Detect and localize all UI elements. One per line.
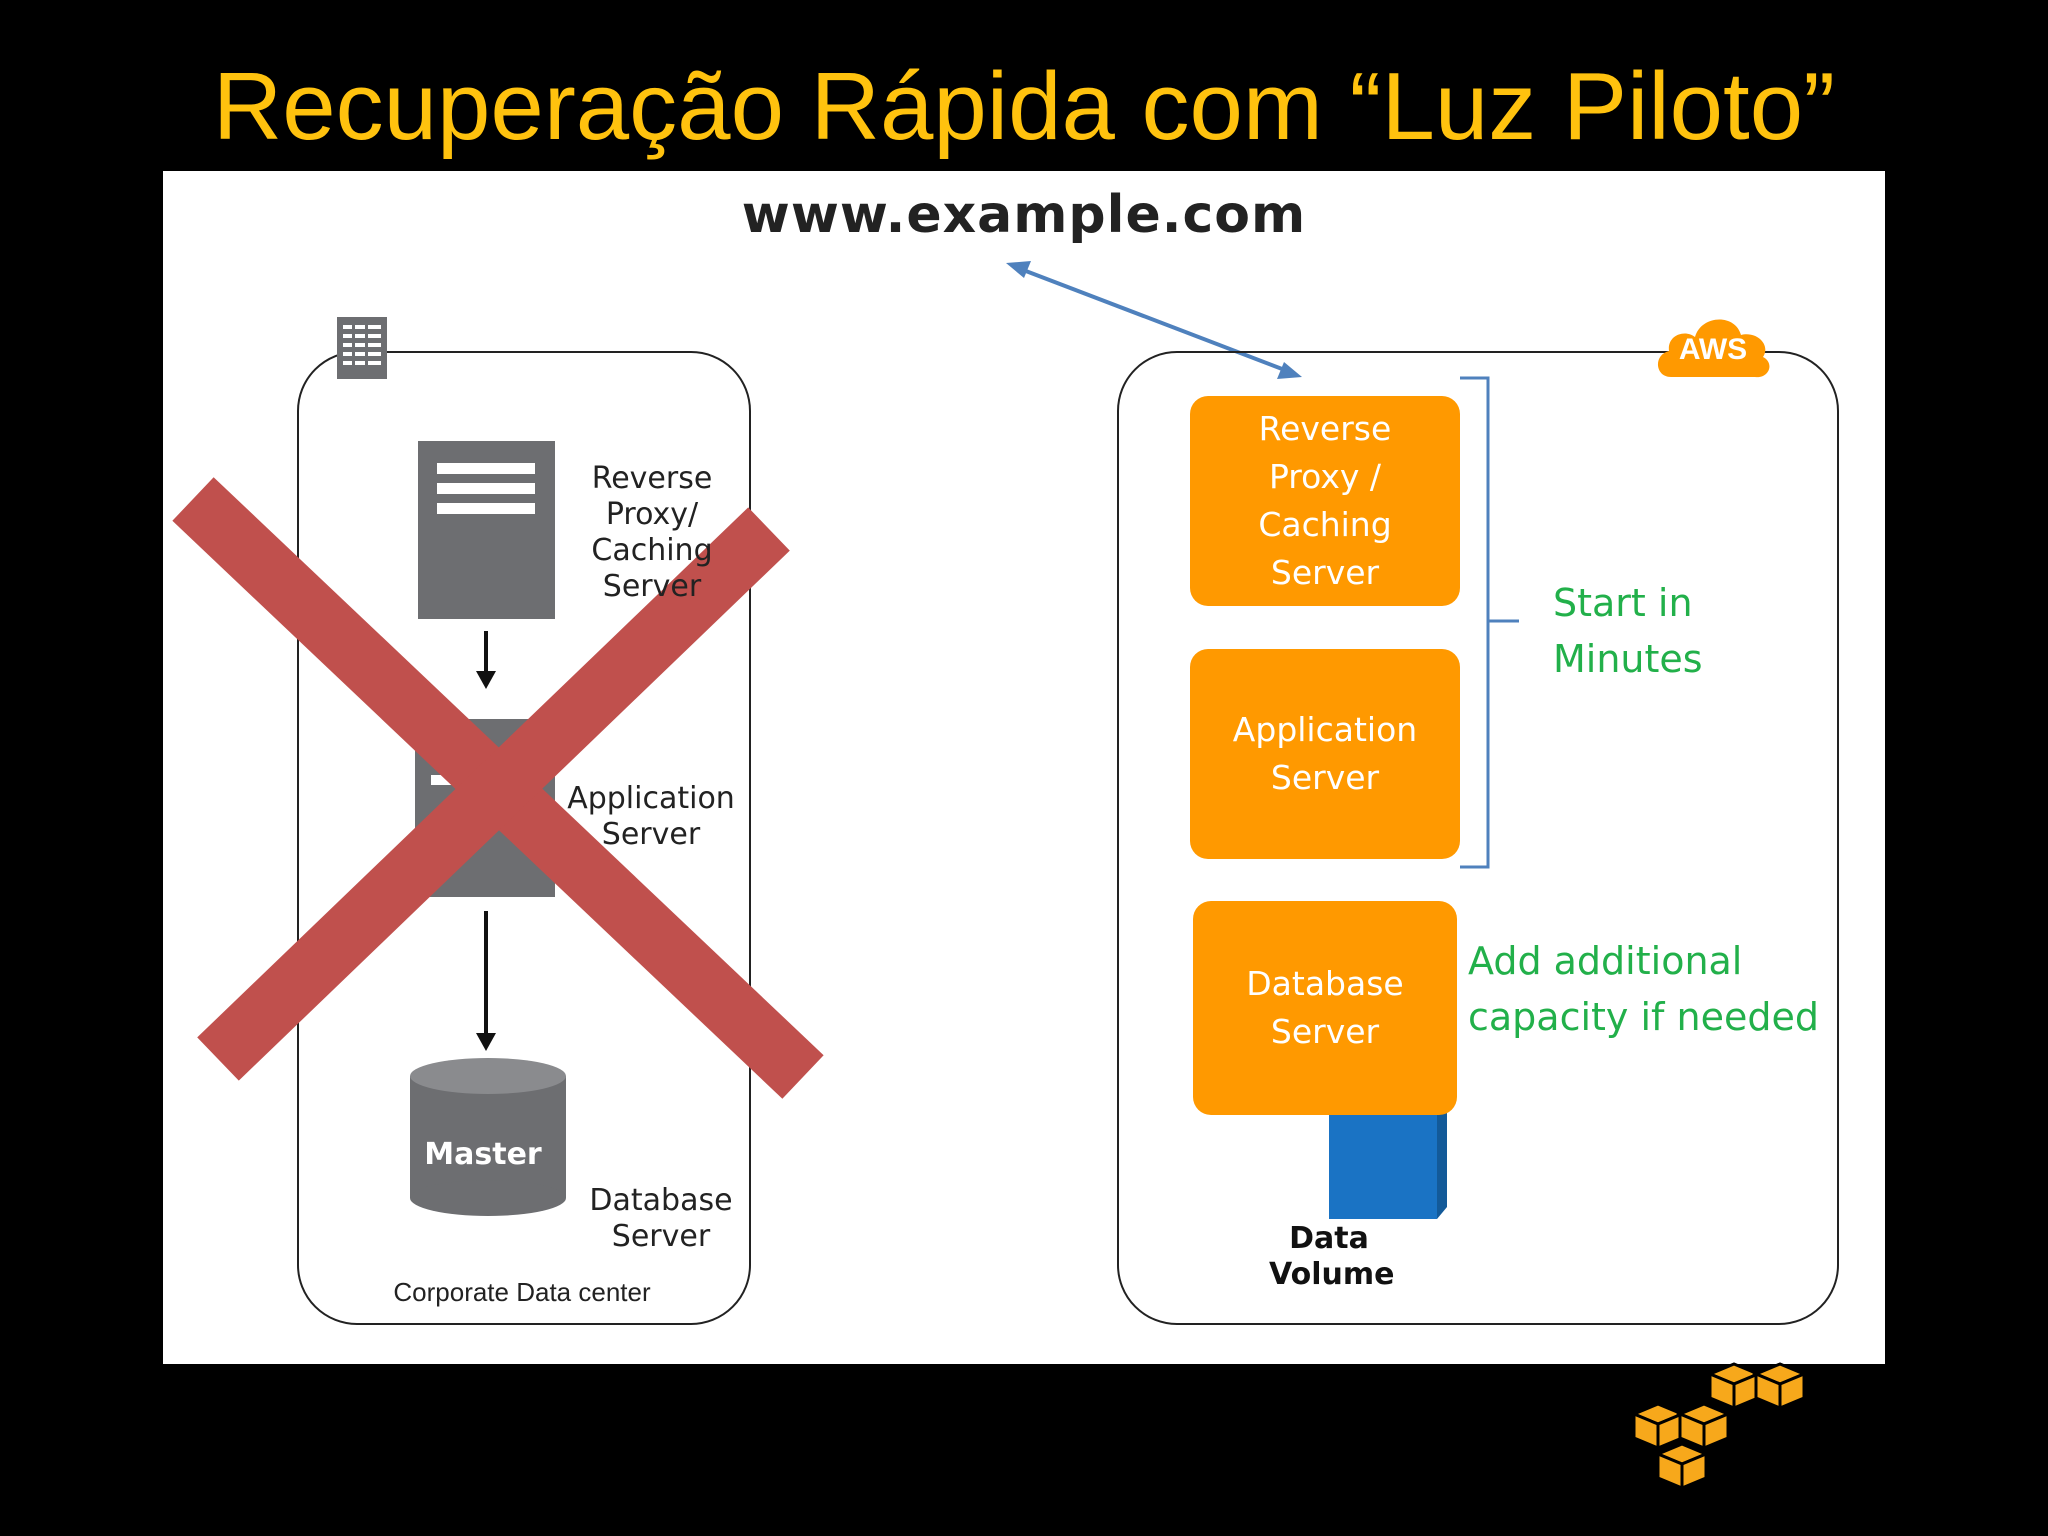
flow-arrow — [476, 631, 496, 1051]
start-in-minutes-note: Start in Minutes — [1553, 581, 1703, 681]
dns-arrow — [1006, 261, 1302, 379]
master-label: Master — [424, 1137, 542, 1172]
server-icon — [418, 441, 555, 619]
corp-db-label: Database Server — [589, 1183, 733, 1254]
corp-app-label: Application Server — [567, 781, 735, 852]
aws-region-box — [1117, 351, 1839, 1325]
database-icon — [410, 1058, 566, 1216]
aws-cubes-logo — [1630, 1362, 1808, 1491]
aws-cloud-icon — [1657, 319, 1770, 378]
aws-proxy-server: Reverse Proxy / Caching Server — [1190, 396, 1460, 606]
aws-badge: AWS — [1678, 333, 1748, 366]
datacenter-caption: Corporate Data center — [393, 1277, 651, 1307]
corporate-datacenter-box — [297, 351, 751, 1325]
slide-title: Recuperação Rápida com “Luz Piloto” — [212, 53, 1836, 160]
url-label: www.example.com — [741, 185, 1307, 245]
corp-proxy-label: Reverse Proxy/ Caching Server — [591, 461, 713, 604]
diagram-graphics — [172, 261, 1519, 1219]
aws-app-server: Application Server — [1190, 649, 1460, 859]
building-icon — [337, 317, 387, 379]
add-capacity-note: Add additional capacity if needed — [1468, 939, 1819, 1039]
failure-cross-icon — [172, 477, 824, 1099]
diagram-panel: www.example.com — [163, 171, 1885, 1364]
aws-db-server: Database Server — [1193, 901, 1457, 1115]
data-volume-label: Data Volume — [1269, 1221, 1395, 1292]
group-bracket — [1460, 376, 1519, 869]
